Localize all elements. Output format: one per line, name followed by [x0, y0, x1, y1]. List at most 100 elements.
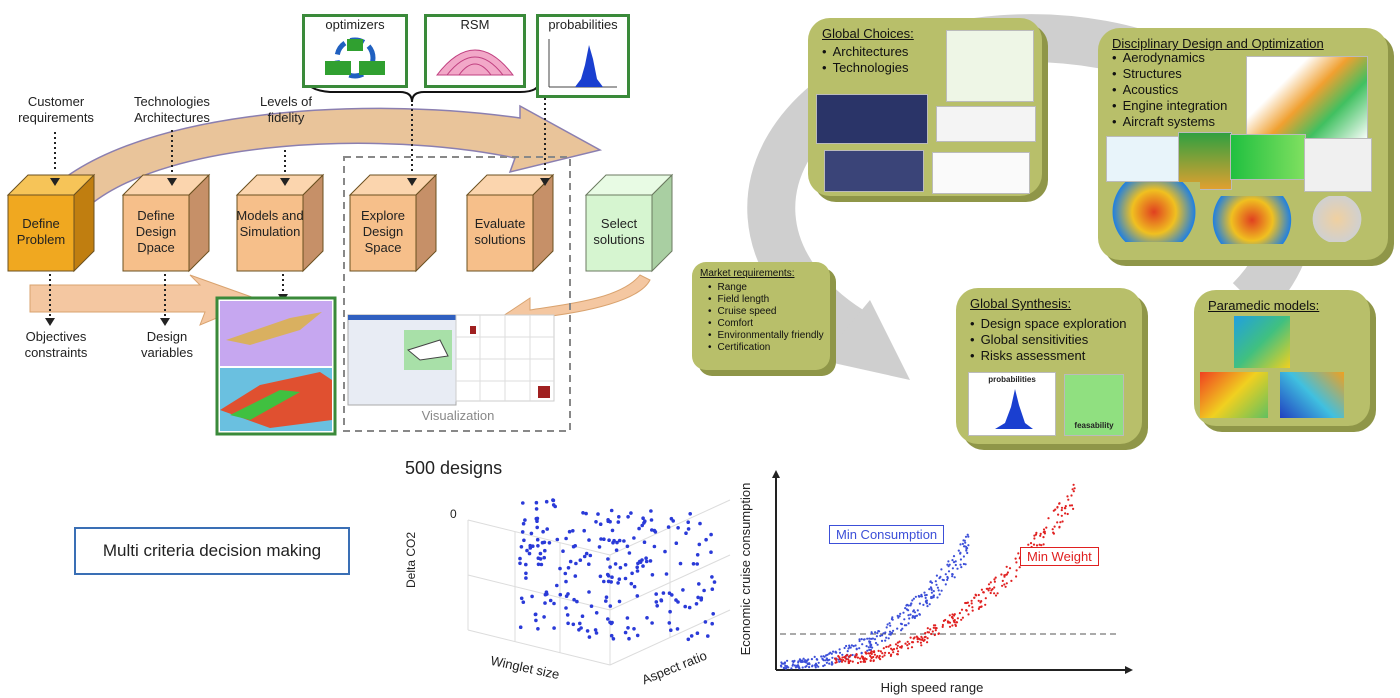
pareto-point-weight	[996, 592, 999, 595]
pareto-point-weight	[1001, 584, 1004, 587]
chart2-ylabel-text: Economic cruise consumption	[738, 482, 753, 656]
pareto-point-consumption	[879, 634, 882, 637]
tool-optimizers: optimizers	[302, 14, 408, 88]
pareto-point-weight	[1033, 534, 1036, 537]
scatter3d-point	[625, 544, 630, 549]
pareto-point-weight	[1061, 520, 1064, 523]
pareto-point-weight	[950, 616, 954, 619]
scatter3d-point	[547, 541, 552, 545]
pareto-point-consumption	[815, 658, 818, 661]
pareto-point-consumption	[913, 616, 916, 620]
probabilities-image-label: probabilities	[988, 375, 1036, 384]
pareto-point-consumption	[938, 593, 941, 596]
scatter3d-point	[676, 526, 680, 530]
pareto-point-weight	[993, 578, 996, 581]
scatter3d-point	[571, 529, 575, 533]
step-define-problem: Define Problem	[16, 216, 66, 247]
pareto-point-consumption	[932, 590, 935, 593]
pareto-point-consumption	[959, 552, 962, 555]
legend-min-consumption: Min Consumption	[829, 525, 945, 544]
pareto-point-consumption	[885, 626, 888, 629]
pareto-point-consumption	[793, 664, 796, 667]
visualization-label: Visualization	[421, 408, 495, 423]
pareto-point-consumption	[953, 576, 956, 579]
scatter3d-point	[543, 601, 547, 605]
pareto-point-weight	[953, 621, 956, 624]
scatter3d-point	[551, 503, 556, 507]
pareto-point-weight	[973, 596, 976, 599]
scatter3d-point	[712, 580, 717, 584]
pareto-point-weight	[1015, 561, 1018, 564]
pareto-point-consumption	[785, 665, 788, 668]
pareto-point-consumption	[940, 568, 943, 571]
visualization-image	[347, 314, 555, 406]
scatter3d-point	[694, 602, 699, 606]
pareto-point-consumption	[850, 644, 853, 647]
pareto-point-weight	[896, 653, 899, 656]
exploration-dashed-region	[343, 156, 571, 432]
pareto-point-consumption	[885, 636, 888, 639]
pareto-point-weight	[883, 654, 886, 657]
pareto-point-weight	[885, 645, 888, 648]
pareto-point-consumption	[899, 612, 902, 615]
feasability-image: feasability	[1064, 374, 1124, 436]
pareto-point-weight	[1014, 557, 1017, 560]
pareto-point-weight	[884, 651, 887, 654]
scatter3d-point	[566, 621, 570, 626]
scatter3d-point	[594, 520, 598, 524]
scatter3d-point	[617, 515, 621, 519]
pareto-point-weight	[937, 632, 940, 635]
scatter3d-point	[696, 595, 700, 600]
pareto-point-consumption	[825, 657, 828, 660]
pareto-point-weight	[955, 621, 958, 624]
pareto-point-weight	[875, 656, 878, 659]
pareto-point-consumption	[854, 644, 857, 647]
pareto-point-consumption	[924, 596, 927, 599]
scatter3d-point	[581, 511, 585, 515]
pareto-point-weight	[1003, 583, 1006, 586]
pareto-point-consumption	[880, 639, 884, 642]
pareto-point-consumption	[875, 635, 878, 638]
pareto-point-weight	[865, 652, 868, 655]
scatter3d-point	[552, 626, 556, 630]
pareto-point-weight	[993, 592, 996, 595]
pareto-point-weight	[906, 644, 909, 647]
pareto-point-weight	[993, 586, 996, 589]
scatter3d-point	[580, 614, 585, 618]
market-item: Range	[708, 282, 824, 294]
pareto-point-weight	[873, 650, 876, 653]
scatter3d-point	[617, 577, 622, 581]
pareto-point-consumption	[936, 596, 939, 599]
scatter3d-point	[541, 529, 545, 534]
scatter3d-point	[632, 584, 637, 589]
scatter3d-point	[577, 628, 581, 632]
pareto-point-weight	[1018, 566, 1021, 569]
scatter3d-point	[622, 539, 626, 543]
scatter3d-point	[534, 618, 538, 623]
pareto-point-weight	[1040, 544, 1043, 547]
pareto-point-weight	[899, 646, 902, 649]
scatter3d-point	[527, 551, 532, 556]
pareto-point-consumption	[965, 549, 968, 552]
scatter3d-point	[545, 527, 549, 531]
pareto-point-weight	[1047, 517, 1050, 520]
scatter3d-point	[678, 561, 683, 566]
scatter3d-point	[675, 627, 680, 631]
pareto-point-weight	[948, 614, 951, 617]
scatter3d-point	[653, 530, 658, 534]
scatter3d-point	[626, 626, 630, 630]
pareto-point-weight	[879, 650, 882, 653]
panel-global-synthesis: Global Synthesis: Design space explorati…	[956, 288, 1142, 444]
probabilities-image: probabilities	[968, 372, 1056, 436]
pareto-point-weight	[919, 638, 922, 641]
pareto-point-weight	[953, 619, 956, 622]
pareto-point-consumption	[909, 613, 912, 616]
cube-select	[584, 173, 674, 273]
pareto-point-weight	[1059, 521, 1062, 524]
pareto-point-consumption	[966, 533, 969, 536]
pareto-point-consumption	[835, 651, 838, 654]
pareto-point-weight	[1008, 567, 1012, 570]
scatter3d-point	[648, 559, 653, 563]
scatter3d-point	[630, 571, 634, 576]
market-title: Market requirements:	[700, 268, 795, 279]
